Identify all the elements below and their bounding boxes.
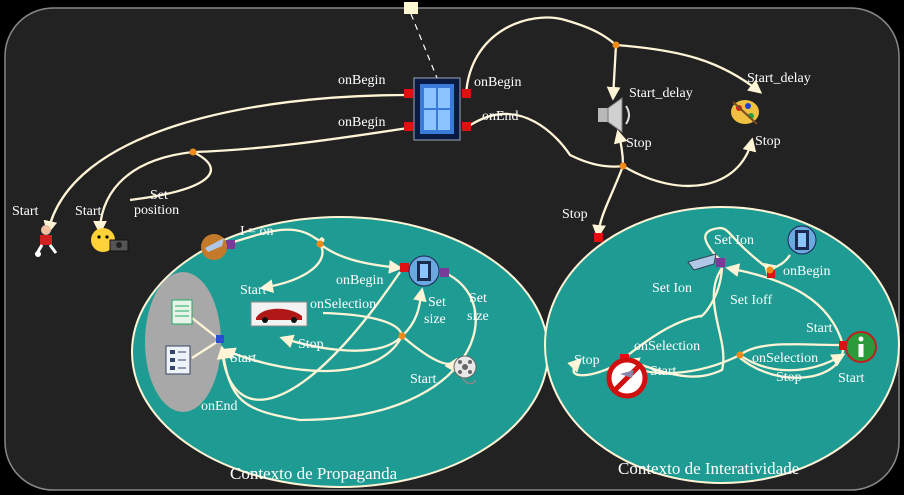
palette-icon[interactable] bbox=[731, 100, 759, 125]
label-onbegin-3: onBegin bbox=[474, 75, 521, 90]
info-icon[interactable] bbox=[845, 331, 877, 363]
port-onbegin-int[interactable] bbox=[767, 270, 775, 278]
port-set-ion[interactable] bbox=[716, 258, 725, 267]
port-onbegin-1[interactable] bbox=[404, 89, 413, 98]
port-onbegin-inner[interactable] bbox=[400, 263, 409, 272]
film-reel-icon[interactable] bbox=[453, 355, 477, 385]
label-start-delay-sound: Start_delay bbox=[629, 86, 693, 101]
port-stop-context[interactable] bbox=[594, 233, 603, 242]
port-i-on[interactable] bbox=[226, 240, 235, 249]
label-start-info2: Start bbox=[838, 371, 865, 386]
document-group bbox=[145, 272, 221, 412]
label-start-info: Start bbox=[806, 321, 833, 336]
label-onbegin-inner: onBegin bbox=[336, 273, 383, 288]
label-size2: size bbox=[467, 309, 489, 324]
soccer-player-icon[interactable] bbox=[34, 225, 58, 257]
label-start-camera: Start bbox=[75, 204, 102, 219]
dashed-link bbox=[410, 13, 438, 79]
label-set-ioff: Set Ioff bbox=[730, 293, 772, 308]
document-list-icon[interactable] bbox=[165, 345, 191, 375]
speaker-icon[interactable] bbox=[598, 97, 630, 133]
label-onbegin-int: onBegin bbox=[783, 264, 830, 279]
no-entry-icon[interactable] bbox=[606, 357, 648, 399]
port-set-size[interactable] bbox=[440, 268, 449, 277]
label-position: position bbox=[134, 203, 179, 218]
film-strip-small-icon-interactive[interactable] bbox=[787, 225, 817, 255]
label-start-film: Start bbox=[410, 372, 437, 387]
label-onselection-car: onSelection bbox=[310, 297, 376, 312]
link-arcs bbox=[43, 16, 846, 422]
label-stop-car: Stop bbox=[298, 337, 324, 352]
label-onselection-noentry: onSelection bbox=[634, 339, 700, 354]
port-onbegin-2[interactable] bbox=[404, 122, 413, 131]
label-onselection-info: onSelection bbox=[752, 351, 818, 366]
document-icon[interactable] bbox=[171, 299, 193, 325]
port-info[interactable] bbox=[839, 341, 848, 350]
label-start-player: Start bbox=[12, 204, 39, 219]
label-stop-sound: Stop bbox=[626, 136, 652, 151]
context-interatividade-title: Contexto de Interatividade bbox=[618, 459, 799, 478]
label-set-ion-left: Set Ion bbox=[652, 281, 692, 296]
pointing-hand-icon-interactive[interactable] bbox=[687, 253, 717, 271]
label-onend-docs: onEnd bbox=[201, 399, 238, 414]
label-start-noentry: Start bbox=[650, 364, 677, 379]
ports bbox=[189, 41, 848, 363]
label-stop-info: Stop bbox=[776, 370, 802, 385]
pointing-hand-icon[interactable] bbox=[201, 234, 227, 260]
label-stop-paint: Stop bbox=[755, 134, 781, 149]
label-i-on: I = on bbox=[240, 224, 274, 239]
label-onbegin-1: onBegin bbox=[338, 73, 385, 88]
label-stop-noentry: Stop bbox=[574, 353, 600, 368]
label-onend: onEnd bbox=[482, 109, 519, 124]
label-set-size1: Set bbox=[428, 295, 446, 310]
port-onbegin-3[interactable] bbox=[462, 89, 471, 98]
label-set-ion-top: Set Ion bbox=[714, 233, 754, 248]
label-size1: size bbox=[424, 312, 446, 327]
label-start-docs: Start bbox=[230, 351, 257, 366]
context-propaganda-title: Contexto de Propaganda bbox=[230, 464, 398, 483]
label-set: Set bbox=[150, 188, 168, 203]
body-port bbox=[404, 2, 418, 14]
label-onbegin-2: onBegin bbox=[338, 115, 385, 130]
label-start-car: Start bbox=[240, 283, 267, 298]
smiley-camera-icon[interactable] bbox=[91, 228, 129, 252]
sports-car-icon[interactable] bbox=[250, 301, 308, 327]
film-strip-small-icon[interactable] bbox=[408, 255, 440, 287]
label-set-size2: Set bbox=[469, 291, 487, 306]
arc-labels: onBegin onBegin onBegin onEnd Start_dela… bbox=[12, 71, 865, 414]
label-start-delay-paint: Start_delay bbox=[747, 71, 811, 86]
port-onend[interactable] bbox=[462, 122, 471, 131]
film-strip-icon[interactable] bbox=[413, 77, 461, 141]
port-docs[interactable] bbox=[216, 335, 224, 343]
label-stop-context: Stop bbox=[562, 207, 588, 222]
